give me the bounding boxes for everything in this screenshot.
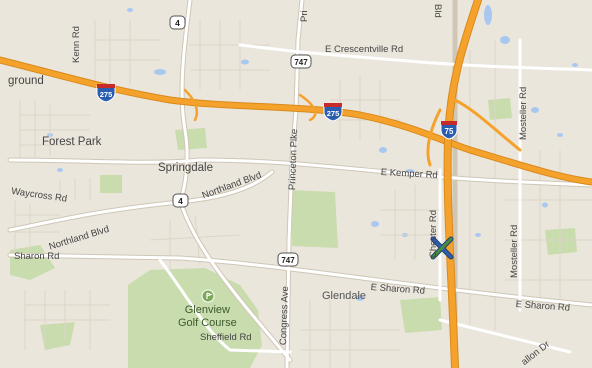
- street-label-princeton-pike: Princeton Pike: [287, 128, 301, 191]
- place-label-glenview-golf-course: Glenview Golf Course: [178, 304, 237, 330]
- pond: [475, 233, 481, 237]
- street-grid: [380, 185, 440, 260]
- street-label-chester-rd: Chester Rd: [428, 209, 439, 258]
- street-label-bld-top: Bld: [432, 4, 443, 18]
- state-route-4-shield[interactable]: 4: [169, 15, 186, 30]
- svg-text:275: 275: [100, 90, 113, 99]
- street-label-sheffield: Sheffield Rd: [200, 332, 252, 343]
- e-crescentville-road: [238, 43, 592, 72]
- pond: [379, 147, 387, 153]
- interstate-75-shield[interactable]: 75: [440, 121, 458, 140]
- pond: [500, 36, 510, 44]
- park-area: [545, 228, 577, 255]
- place-label-forest-park: Forest Park: [42, 136, 102, 148]
- golf-course-pin-icon[interactable]: [201, 289, 215, 303]
- street-grid: [300, 300, 400, 368]
- park-area: [175, 128, 207, 150]
- state-route-747-shield[interactable]: 747: [277, 252, 299, 267]
- street-label-mosteller-bottom: Mosteller Rd: [509, 224, 520, 278]
- park-area: [400, 297, 442, 333]
- svg-text:275: 275: [327, 109, 340, 118]
- route-shields-layer: 275 275 75 4 4 747: [96, 15, 458, 267]
- street-grid: [94, 20, 160, 85]
- street-label-sharon-rd: Sharon Rd: [14, 251, 60, 262]
- street-grid: [24, 290, 110, 350]
- place-label-ground: ground: [8, 75, 44, 87]
- svg-text:4: 4: [178, 196, 183, 206]
- pond: [241, 59, 249, 65]
- street-label-kenn-rd: Kenn Rd: [71, 26, 82, 63]
- pond: [484, 5, 492, 25]
- street-label-pri-top: Pri: [299, 10, 310, 22]
- state-route-4-shield[interactable]: 4: [172, 193, 189, 208]
- street-grid: [19, 100, 90, 160]
- pond: [542, 202, 548, 208]
- parks-layer: [10, 98, 577, 368]
- highway-ramp: [453, 98, 522, 152]
- sheffield-road: [158, 258, 292, 354]
- pond: [127, 8, 133, 12]
- state-route-747-shield[interactable]: 747: [290, 54, 312, 69]
- svg-text:747: 747: [294, 58, 308, 67]
- highway-ramp: [183, 88, 199, 122]
- glenview-golf-park: [128, 268, 262, 368]
- pond: [572, 63, 578, 67]
- street-grid: [59, 178, 91, 200]
- highway-ramp: [426, 108, 442, 167]
- sharon-road: [8, 253, 592, 307]
- place-label-glendale: Glendale: [322, 290, 367, 302]
- golf-label-line2: Golf Course: [178, 317, 237, 329]
- svg-text:4: 4: [175, 18, 180, 28]
- interstate-275-shield[interactable]: 275: [323, 103, 343, 122]
- i75-highway: [444, 0, 481, 368]
- pond: [356, 295, 364, 301]
- street-label-e-crescentville: E Crescentville Rd: [325, 44, 404, 55]
- highway-ramp: [298, 93, 317, 122]
- pond: [371, 221, 379, 227]
- street-label-mosteller-top: Mosteller Rd: [518, 86, 529, 140]
- svg-text:75: 75: [445, 127, 454, 136]
- route-4-road: [178, 0, 292, 362]
- golf-label-line1: Glenview: [184, 304, 230, 316]
- destination-x-marker-icon[interactable]: [430, 236, 454, 260]
- street-grid: [469, 40, 496, 330]
- park-area: [292, 190, 338, 248]
- northland-blvd-road: [8, 170, 274, 232]
- svg-text:747: 747: [281, 256, 295, 265]
- pond: [531, 107, 539, 113]
- place-label-springdale: Springdale: [158, 162, 213, 174]
- pond: [57, 168, 63, 172]
- park-area: [100, 175, 122, 193]
- pond: [154, 69, 166, 75]
- street-label-congress-ave: Congress Ave: [278, 286, 292, 346]
- park-area: [488, 98, 512, 120]
- e-kemper-road: [8, 158, 592, 187]
- street-grid: [190, 20, 270, 90]
- major-roads-layer: [8, 0, 592, 368]
- interstate-275-shield[interactable]: 275: [96, 84, 116, 103]
- park-area: [40, 322, 75, 350]
- pond: [557, 133, 563, 137]
